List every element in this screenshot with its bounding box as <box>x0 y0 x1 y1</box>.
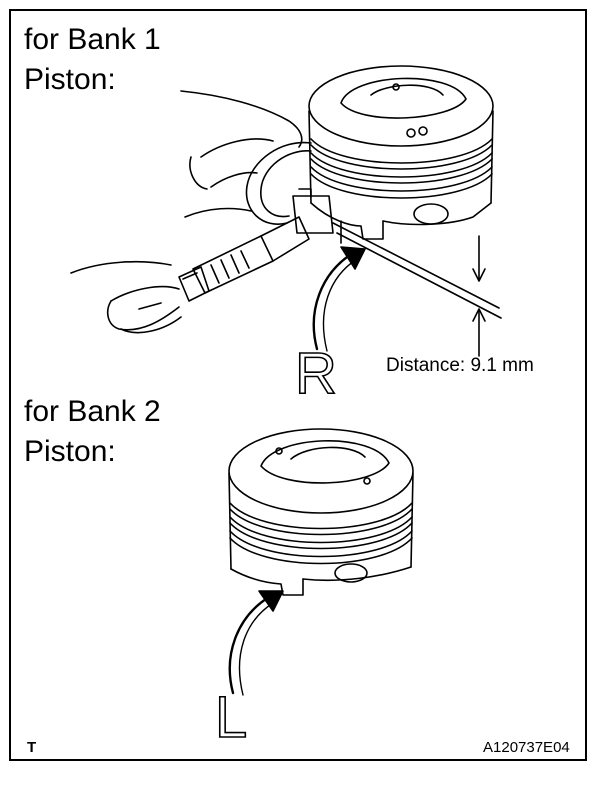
hand-icon <box>70 90 303 334</box>
measurement-lines <box>332 222 502 357</box>
bank1-title: for Bank 1 <box>24 23 161 56</box>
bank2-subtitle: Piston: <box>24 435 116 468</box>
mark-l-letter: L <box>215 685 247 750</box>
micrometer-icon <box>178 141 334 302</box>
mark-r-letter: R <box>295 341 337 406</box>
illustration-canvas: R L <box>70 65 502 751</box>
figure-id: A120737E04 <box>483 739 570 756</box>
bank2-title: for Bank 2 <box>24 395 161 428</box>
curved-arrow-icon <box>312 246 366 352</box>
curved-arrow-icon <box>228 590 284 696</box>
figure-frame: R L for Bank 1 Piston: Distance: 9.1 mm … <box>9 9 587 761</box>
bank1-subtitle: Piston: <box>24 63 116 96</box>
piston-l-icon <box>228 428 414 596</box>
distance-label: Distance: 9.1 mm <box>386 355 534 376</box>
piston-r-icon <box>308 65 494 244</box>
footer-code: T <box>27 739 37 756</box>
